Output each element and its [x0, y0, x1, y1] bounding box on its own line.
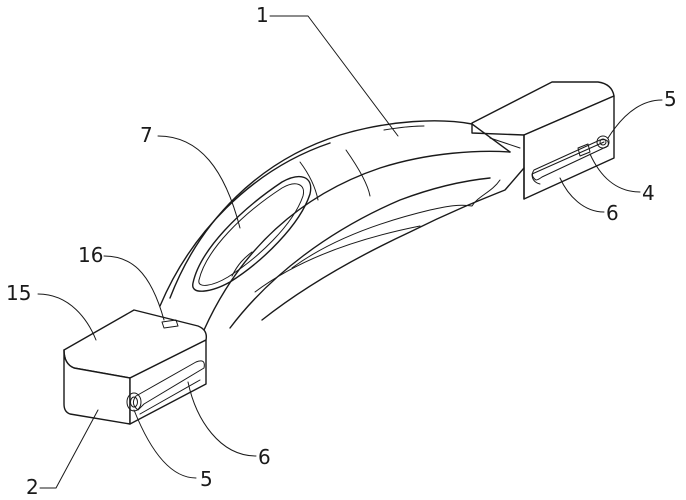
leader-15	[37, 293, 97, 341]
leader-6-right	[559, 177, 605, 213]
leader-7	[157, 135, 241, 229]
leader-1	[269, 15, 399, 137]
right-end-block	[471, 81, 615, 200]
leader-5-left	[133, 409, 197, 479]
label-1: 1	[256, 3, 269, 27]
leader-6-left	[187, 381, 257, 457]
label-7: 7	[140, 123, 153, 147]
leader-5-right	[607, 99, 663, 139]
leader-lines	[37, 15, 663, 489]
leader-4	[589, 153, 641, 193]
label-2: 2	[26, 475, 39, 499]
label-6-right: 6	[606, 201, 619, 225]
part-labels: 1 7 16 15 2 5 6 5 4 6	[6, 3, 677, 499]
label-15: 15	[6, 281, 31, 305]
handle-body	[159, 120, 525, 331]
leader-16	[103, 255, 165, 321]
label-4: 4	[642, 181, 655, 205]
label-16: 16	[78, 243, 103, 267]
grip-window	[192, 175, 312, 292]
label-5-right: 5	[664, 87, 677, 111]
label-6-left: 6	[258, 445, 271, 469]
leader-2	[39, 409, 99, 489]
label-5-left: 5	[200, 467, 213, 491]
left-end-block	[63, 309, 208, 425]
